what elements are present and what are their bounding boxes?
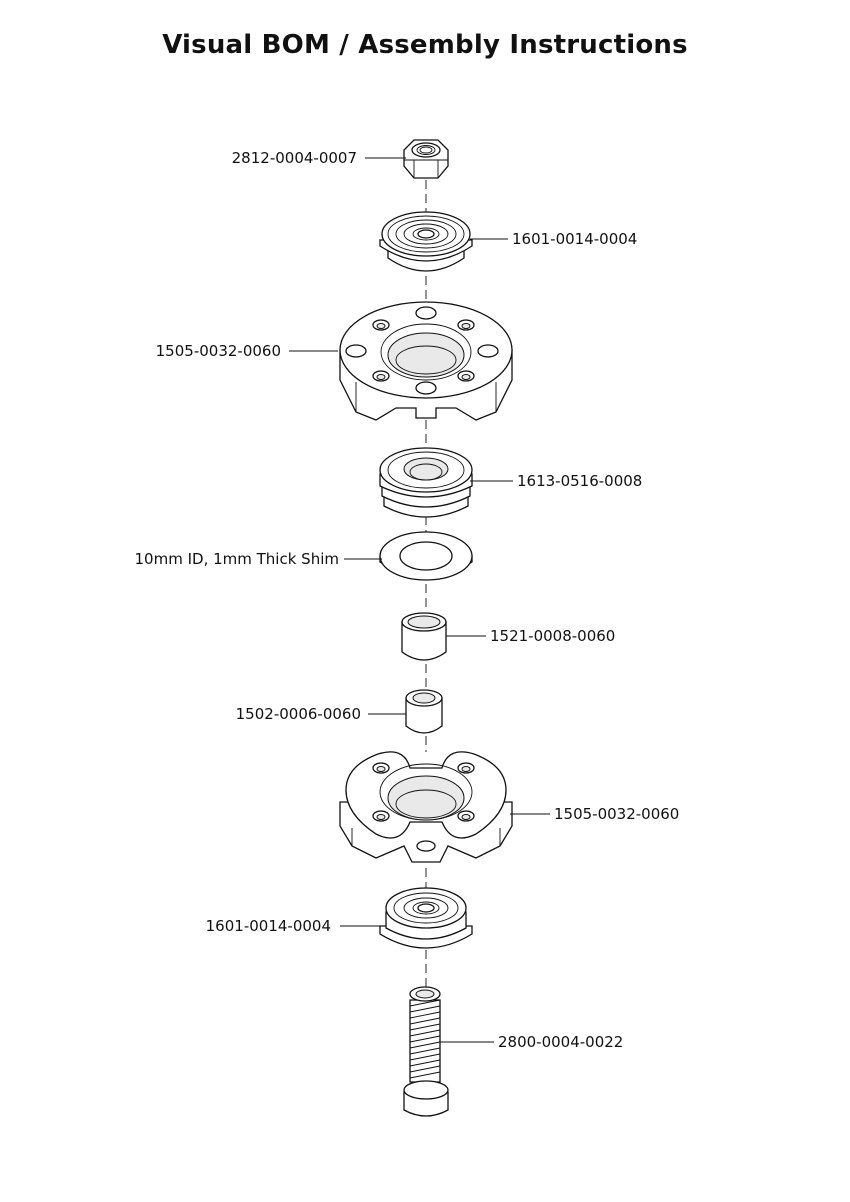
part-label-hub-bottom: 1505-0032-0060: [554, 805, 680, 823]
hub-plate-top-part: [339, 301, 513, 421]
part-label-shim: 10mm ID, 1mm Thick Shim: [134, 550, 339, 568]
flanged-bearing-top-part: [379, 211, 473, 272]
hub-plate-bottom-part: [339, 751, 513, 863]
part-label-screw: 2800-0004-0022: [498, 1033, 624, 1051]
flanged-bearing-bottom-part: [379, 887, 473, 949]
part-label-bearing-bottom: 1601-0014-0004: [205, 917, 331, 935]
page-title: Visual BOM / Assembly Instructions: [162, 30, 688, 60]
spacer-1521-part: [401, 612, 447, 661]
leader-lines: [289, 157, 550, 1043]
part-label-bearing-top: 1601-0014-0004: [512, 230, 638, 248]
cap-screw-part: [403, 986, 449, 1117]
spacer-1502-part: [405, 689, 443, 734]
shim-part: [379, 531, 473, 581]
part-label-spacer-1521: 1521-0008-0060: [490, 627, 616, 645]
part-label-nut: 2812-0004-0007: [231, 149, 357, 167]
thrust-bearing-part: [379, 447, 473, 518]
part-label-thrust-bearing: 1613-0516-0008: [517, 472, 643, 490]
hex-nut-part: [403, 139, 449, 179]
part-label-hub-top: 1505-0032-0060: [155, 342, 281, 360]
part-label-spacer-1502: 1502-0006-0060: [235, 705, 361, 723]
